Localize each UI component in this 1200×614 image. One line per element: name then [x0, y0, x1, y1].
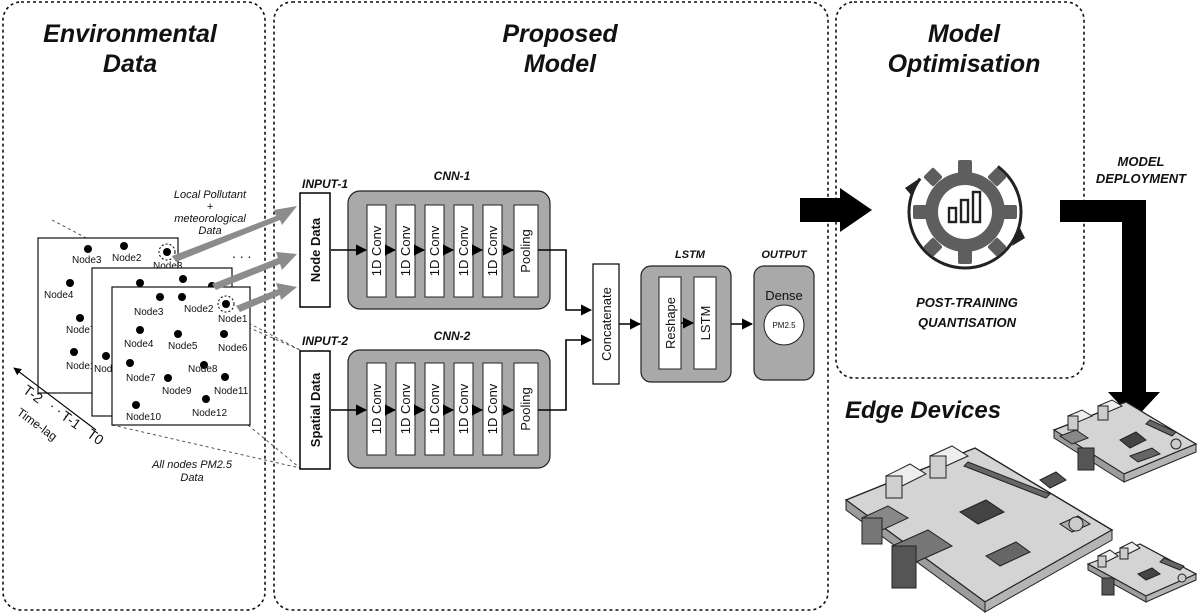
environmental-title-line2: Data — [103, 50, 157, 78]
edge-board-small — [1086, 541, 1198, 603]
pm25-label: PM2.5 — [772, 321, 796, 330]
model-deployment-label: MODEL DEPLOYMENT — [1096, 154, 1187, 186]
lstm-block: LSTM Reshape LSTM — [640, 249, 732, 383]
svg-text:+: + — [207, 201, 214, 213]
reshape-layer: Reshape — [663, 297, 678, 349]
input-1-title: INPUT-1 — [302, 177, 348, 191]
svg-text:Data: Data — [180, 472, 203, 484]
svg-text:1D Conv: 1D Conv — [485, 383, 500, 434]
svg-text:DEPLOYMENT: DEPLOYMENT — [1096, 171, 1187, 186]
svg-text:MODEL: MODEL — [1118, 154, 1165, 169]
quantisation-gear-icon — [905, 152, 1025, 270]
svg-text:POST-TRAINING: POST-TRAINING — [916, 295, 1018, 310]
svg-text:Node1: Node1 — [218, 314, 248, 325]
svg-text:Node10: Node10 — [126, 412, 161, 423]
svg-text:Node2: Node2 — [112, 253, 142, 264]
svg-text:Pooling: Pooling — [518, 229, 533, 272]
svg-text:Node7: Node7 — [66, 325, 96, 336]
cnn-2-title: CNN-2 — [434, 329, 471, 343]
svg-text:QUANTISATION: QUANTISATION — [918, 315, 1017, 330]
svg-text:Node3: Node3 — [72, 255, 102, 266]
edge-board-large — [844, 445, 1114, 613]
svg-text:Node3: Node3 — [134, 307, 164, 318]
svg-text:meteorological: meteorological — [174, 213, 246, 225]
svg-text:Node4: Node4 — [44, 290, 74, 301]
spatial-data-box: Spatial Data — [308, 372, 323, 447]
svg-text:Node9: Node9 — [162, 386, 192, 397]
svg-text:All nodes PM2.5: All nodes PM2.5 — [151, 459, 233, 471]
svg-text:1D Conv: 1D Conv — [456, 383, 471, 434]
all-nodes-label: All nodes PM2.5 Data — [151, 459, 233, 484]
input-2-title: INPUT-2 — [302, 334, 348, 348]
deployment-arrow — [1060, 200, 1160, 420]
to-optimisation-arrow — [800, 188, 872, 232]
output-title: OUTPUT — [761, 249, 808, 261]
svg-text:Node10: Node10 — [66, 361, 101, 372]
input-1: INPUT-1 Node Data — [299, 177, 348, 308]
quantisation-caption: POST-TRAINING QUANTISATION — [916, 295, 1018, 330]
svg-text:Node11: Node11 — [214, 386, 249, 397]
dense-label: Dense — [765, 288, 803, 303]
svg-text:1D Conv: 1D Conv — [427, 225, 442, 276]
svg-text:1D Conv: 1D Conv — [398, 225, 413, 276]
svg-text:Concatenate: Concatenate — [599, 287, 614, 361]
svg-text:T0: T0 — [84, 425, 107, 448]
cnn-2-layers: 1D Conv 1D Conv 1D Conv 1D Conv 1D Conv … — [366, 362, 539, 456]
lstm-layer: LSTM — [698, 306, 713, 341]
proposed-title-line2: Model — [524, 50, 597, 78]
svg-text:1D Conv: 1D Conv — [456, 225, 471, 276]
svg-text:Node4: Node4 — [124, 339, 154, 350]
optimisation-title-line1: Model — [928, 20, 1001, 48]
optimisation-title-line2: Optimisation — [888, 50, 1041, 78]
svg-text:Node7: Node7 — [126, 373, 156, 384]
svg-text:Node12: Node12 — [192, 408, 227, 419]
concatenate-box: Concatenate — [592, 263, 620, 385]
svg-text:Pooling: Pooling — [518, 387, 533, 430]
svg-text:Node2: Node2 — [184, 304, 214, 315]
svg-text:1D Conv: 1D Conv — [398, 383, 413, 434]
svg-text:1D Conv: 1D Conv — [369, 225, 384, 276]
edge-board-medium — [1052, 399, 1198, 483]
output-block: OUTPUT Dense PM2.5 — [753, 249, 815, 381]
cnn-1-title: CNN-1 — [434, 169, 471, 183]
local-pollutant-label: Local Pollutant + meteorological Data — [174, 189, 247, 237]
svg-text:Local Pollutant: Local Pollutant — [174, 189, 247, 201]
svg-text:Node8: Node8 — [188, 364, 218, 375]
svg-text:1D Conv: 1D Conv — [427, 383, 442, 434]
slab-dots: . . . — [232, 245, 251, 261]
cnn-2-block: CNN-2 1D Conv 1D Conv 1D Conv 1D Conv 1D… — [331, 329, 551, 469]
svg-text:Node5: Node5 — [168, 341, 198, 352]
node-feed-arrows — [172, 206, 297, 312]
edge-devices-title: Edge Devices — [845, 397, 1001, 424]
svg-text:Node6: Node6 — [218, 343, 248, 354]
svg-text:1D Conv: 1D Conv — [369, 383, 384, 434]
time-slab-front: Node3 Node2 Node1 Node4 Node5 Node6 Node… — [111, 286, 251, 426]
environmental-title-line1: Environmental — [43, 20, 218, 48]
proposed-title-line1: Proposed — [502, 20, 618, 48]
svg-text:Node3: Node3 — [153, 261, 183, 272]
cnn-to-concat-arrows — [538, 249, 593, 411]
lstm-title: LSTM — [675, 249, 706, 261]
cnn-1-layers: 1D Conv 1D Conv 1D Conv 1D Conv 1D Conv … — [366, 204, 539, 298]
svg-text:Data: Data — [198, 225, 221, 237]
node-data-box: Node Data — [308, 217, 323, 282]
svg-text:1D Conv: 1D Conv — [485, 225, 500, 276]
input-2: INPUT-2 Spatial Data — [299, 334, 348, 470]
cnn-1-block: CNN-1 1D Conv 1D Conv 1D Conv 1D Conv 1D… — [331, 169, 551, 310]
